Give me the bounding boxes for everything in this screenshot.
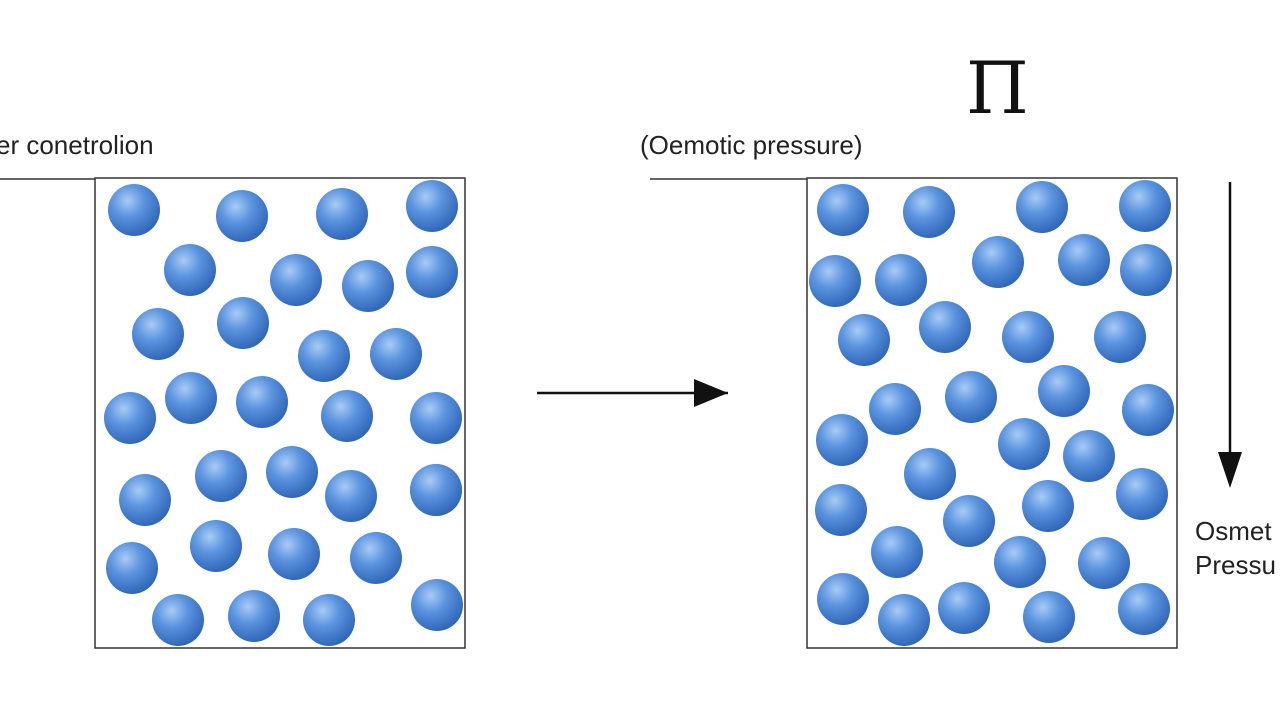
particle-icon: [919, 301, 971, 353]
left-container-label: er conetrolion: [0, 130, 154, 160]
particle-icon: [216, 190, 268, 242]
down-arrow-head: [1218, 452, 1242, 488]
side-label-line1: Osmet: [1195, 516, 1272, 546]
particle-icon: [195, 450, 247, 502]
particle-icon: [816, 414, 868, 466]
particle-icon: [1078, 537, 1130, 589]
particle-icon: [943, 495, 995, 547]
particle-icon: [1058, 234, 1110, 286]
particle-icon: [190, 520, 242, 572]
particle-icon: [904, 448, 956, 500]
particle-icon: [228, 590, 280, 642]
particle-icon: [1119, 180, 1171, 232]
particle-icon: [1116, 468, 1168, 520]
particle-icon: [815, 484, 867, 536]
particle-icon: [1022, 480, 1074, 532]
particle-icon: [406, 246, 458, 298]
particle-icon: [838, 314, 890, 366]
particle-icon: [236, 376, 288, 428]
particle-icon: [119, 474, 171, 526]
particle-icon: [869, 383, 921, 435]
particle-icon: [316, 188, 368, 240]
particle-icon: [809, 255, 861, 307]
particle-icon: [998, 418, 1050, 470]
particle-icon: [350, 532, 402, 584]
particle-icon: [871, 526, 923, 578]
particle-icon: [217, 297, 269, 349]
particle-icon: [1120, 244, 1172, 296]
particle-icon: [406, 180, 458, 232]
particle-icon: [108, 184, 160, 236]
particle-icon: [878, 594, 930, 646]
particle-icon: [152, 594, 204, 646]
particle-icon: [938, 582, 990, 634]
particle-icon: [370, 328, 422, 380]
particle-icon: [1122, 384, 1174, 436]
particle-icon: [1063, 430, 1115, 482]
particle-icon: [945, 371, 997, 423]
particle-icon: [903, 186, 955, 238]
particle-icon: [132, 308, 184, 360]
particle-icon: [1023, 591, 1075, 643]
particle-icon: [411, 579, 463, 631]
particle-icon: [321, 390, 373, 442]
particle-icon: [1002, 311, 1054, 363]
pi-symbol: Π: [966, 46, 1029, 130]
particle-icon: [1118, 583, 1170, 635]
particle-icon: [104, 392, 156, 444]
particle-icon: [875, 254, 927, 306]
particle-icon: [817, 184, 869, 236]
particle-icon: [817, 573, 869, 625]
particle-icon: [266, 446, 318, 498]
particle-icon: [303, 594, 355, 646]
particle-icon: [1016, 181, 1068, 233]
osmotic-pressure-label: (Oemotic pressure): [640, 130, 863, 160]
particle-icon: [1094, 311, 1146, 363]
particle-icon: [106, 542, 158, 594]
particle-icon: [164, 244, 216, 296]
particle-icon: [972, 236, 1024, 288]
particle-icon: [325, 470, 377, 522]
particle-icon: [298, 330, 350, 382]
particle-icon: [1038, 365, 1090, 417]
particle-icon: [342, 260, 394, 312]
particle-icon: [270, 254, 322, 306]
particle-icon: [410, 392, 462, 444]
particle-icon: [410, 464, 462, 516]
particle-icon: [994, 536, 1046, 588]
particle-icon: [165, 372, 217, 424]
osmotic-pressure-side-label: Osmet Pressu: [1195, 514, 1276, 582]
left-particles: [104, 180, 463, 646]
right-particles: [809, 180, 1174, 646]
right-arrow-head: [694, 379, 728, 407]
particle-icon: [268, 528, 320, 580]
side-label-line2: Pressu: [1195, 550, 1276, 580]
